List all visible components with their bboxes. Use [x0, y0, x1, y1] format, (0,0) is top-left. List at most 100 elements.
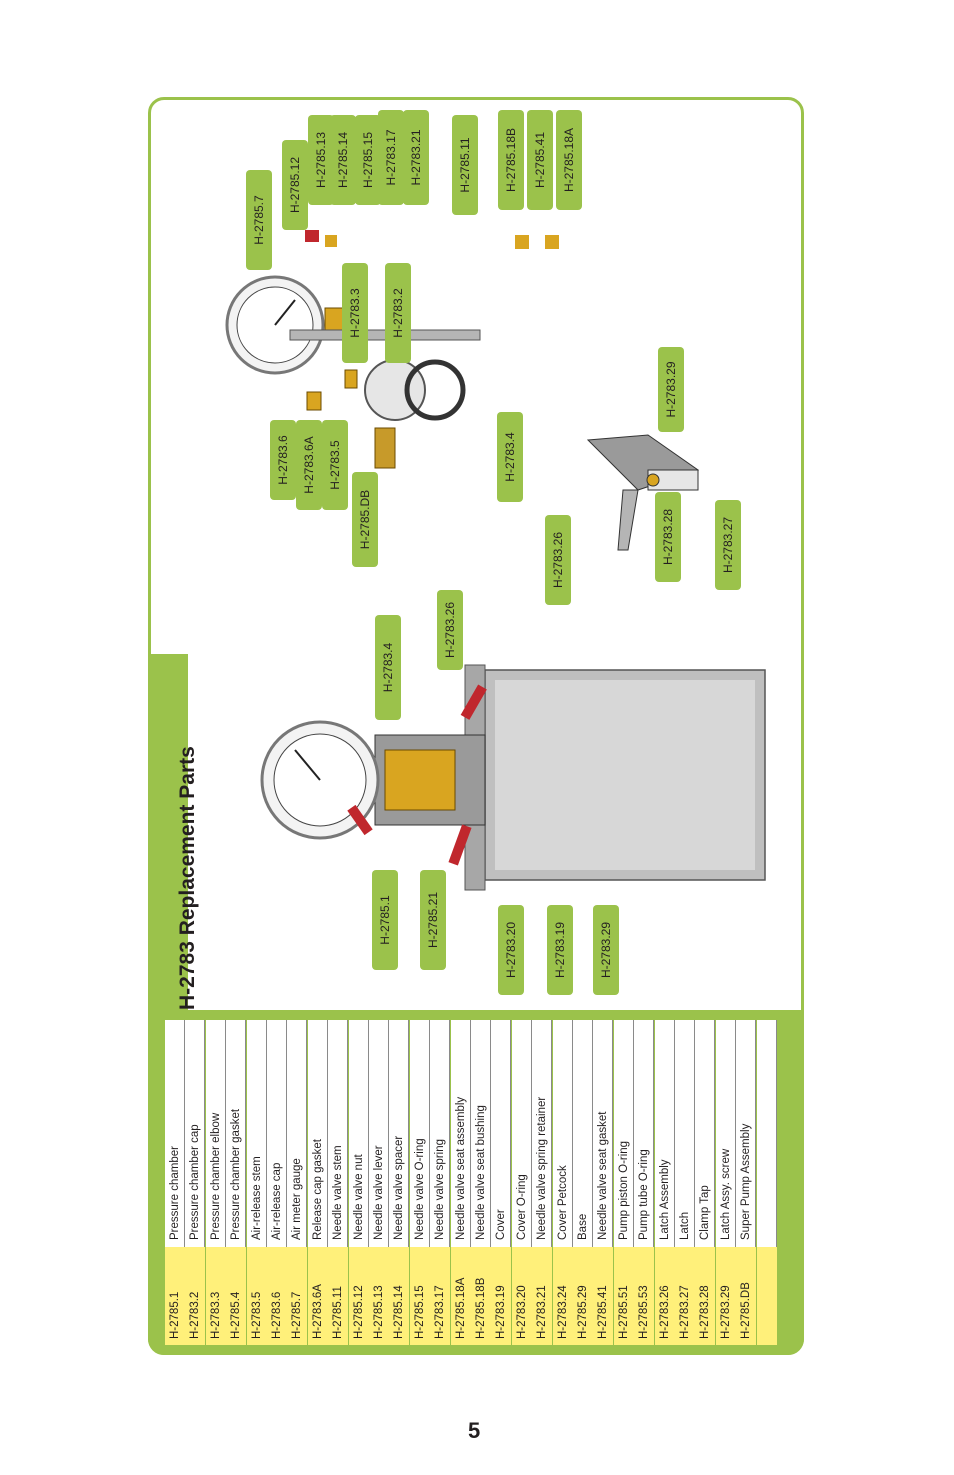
part-description: Pressure chamber gasket [230, 1108, 243, 1240]
part-description-cell: Pressure chamber elbow [206, 1020, 226, 1247]
part-callout: H-2783.20 [498, 905, 524, 995]
part-callout-label: H-2785.11 [458, 137, 472, 193]
part-code-cell: H-2785.14 [389, 1247, 410, 1345]
part-callout-label: H-2783.20 [504, 921, 518, 979]
part-description-cell: Pump piston O-ring [614, 1020, 634, 1247]
part-callout-label: H-2783.26 [443, 601, 457, 659]
part-code-cell: H-2783.6A [307, 1247, 328, 1345]
part-code-cell: H-2785.1 [165, 1247, 185, 1345]
part-callout: H-2783.6A [296, 420, 322, 510]
part-callout: H-2785.41 [527, 110, 553, 210]
part-callout: H-2783.28 [655, 492, 681, 582]
part-callout-label: H-2783.27 [721, 516, 735, 574]
part-callout-label: H-2785.7 [252, 195, 266, 245]
part-callout-label: H-2783.2 [391, 288, 405, 338]
part-description: Pressure chamber cap [189, 1124, 202, 1240]
part-callout: H-2783.4 [497, 412, 523, 502]
part-description: Latch Assy. screw [719, 1148, 732, 1240]
part-description: Air-release stem [250, 1156, 263, 1240]
part-callout-label: H-2783.21 [409, 129, 423, 186]
part-callout: H-2783.29 [593, 905, 619, 995]
part-description: Needle valve O-ring [413, 1138, 426, 1240]
part-description: Cover Petcock [556, 1165, 569, 1240]
part-description: Pressure chamber elbow [209, 1112, 222, 1240]
part-code: H-2783.24 [556, 1285, 569, 1339]
part-code: H-2785.1 [169, 1291, 181, 1339]
part-description-cell: Pressure chamber [165, 1020, 185, 1247]
part-callout: H-2785.15 [355, 115, 381, 205]
part-description: Latch [679, 1211, 691, 1240]
part-callout: H-2785.12 [282, 140, 308, 230]
part-callout-label: H-2785.18A [562, 127, 576, 193]
part-code-cell: H-2785.41 [593, 1247, 614, 1345]
part-description: Needle valve nut [352, 1154, 365, 1240]
part-code: H-2785.41 [597, 1285, 610, 1339]
part-description-cell: Air-release stem [247, 1020, 267, 1247]
part-description: Needle valve spring [434, 1138, 447, 1240]
part-code: H-2785.18A [454, 1277, 467, 1339]
part-callout-label: H-2785.12 [288, 156, 302, 214]
part-callout: H-2783.21 [403, 110, 429, 205]
latch-diagram [586, 434, 700, 551]
part-callout: H-2783.5 [322, 420, 348, 510]
part-code-cell [756, 1247, 777, 1345]
page-title: H-2783 Replacement Parts [176, 746, 199, 1010]
part-description-cell: Latch Assy. screw [716, 1020, 736, 1247]
part-description: Pump piston O-ring [617, 1140, 630, 1240]
part-description-cell [757, 1020, 777, 1247]
part-callout: H-2783.26 [545, 515, 571, 605]
part-code: H-2783.29 [719, 1285, 732, 1339]
part-description-cell: Latch Assembly [655, 1020, 675, 1247]
part-description-cell: Air meter gauge [287, 1020, 307, 1247]
part-description: Needle valve seat bushing [475, 1105, 487, 1240]
part-code: H-2783.21 [536, 1285, 549, 1339]
part-description-cell: Needle valve seat assembly [451, 1020, 471, 1247]
part-code-cell: H-2785.29 [573, 1247, 593, 1345]
part-description: Latch Assembly [658, 1159, 671, 1240]
part-callout: H-2783.6 [270, 420, 296, 500]
part-callout-label: H-2785.21 [426, 891, 440, 949]
part-code-cell: H-2785.51 [613, 1247, 634, 1345]
part-description-cell: Clamp Tap [695, 1020, 715, 1247]
part-description-cell: Needle valve nut [349, 1020, 369, 1247]
part-callout-label: H-2783.4 [381, 642, 395, 693]
part-code-cell: H-2785.15 [409, 1247, 430, 1345]
part-callout: H-2783.3 [342, 263, 368, 363]
part-callout: H-2785.13 [308, 115, 334, 205]
part-callout: H-2783.27 [715, 500, 741, 590]
part-code-cell: H-2783.29 [715, 1247, 736, 1345]
part-code: H-2783.6A [311, 1284, 324, 1339]
part-description-cell: Cover [491, 1020, 511, 1247]
part-code: H-2783.27 [679, 1285, 691, 1339]
part-description-cell: Needle valve spring [430, 1020, 450, 1247]
part-description-cell: Release cap gasket [308, 1020, 328, 1247]
part-code: H-2785.51 [617, 1285, 630, 1339]
part-callout-label: H-2785.18B [504, 127, 518, 193]
part-code-cell: H-2783.6 [267, 1247, 287, 1345]
part-callout: H-2785.DB [352, 472, 378, 567]
part-callout: H-2785.1 [372, 870, 398, 970]
part-code: H-2785.14 [393, 1285, 406, 1339]
part-code-cell: H-2785.18A [450, 1247, 471, 1345]
part-callout: H-2785.11 [452, 115, 478, 215]
title-band [148, 654, 188, 1014]
part-description-cell: Needle valve lever [369, 1020, 389, 1247]
